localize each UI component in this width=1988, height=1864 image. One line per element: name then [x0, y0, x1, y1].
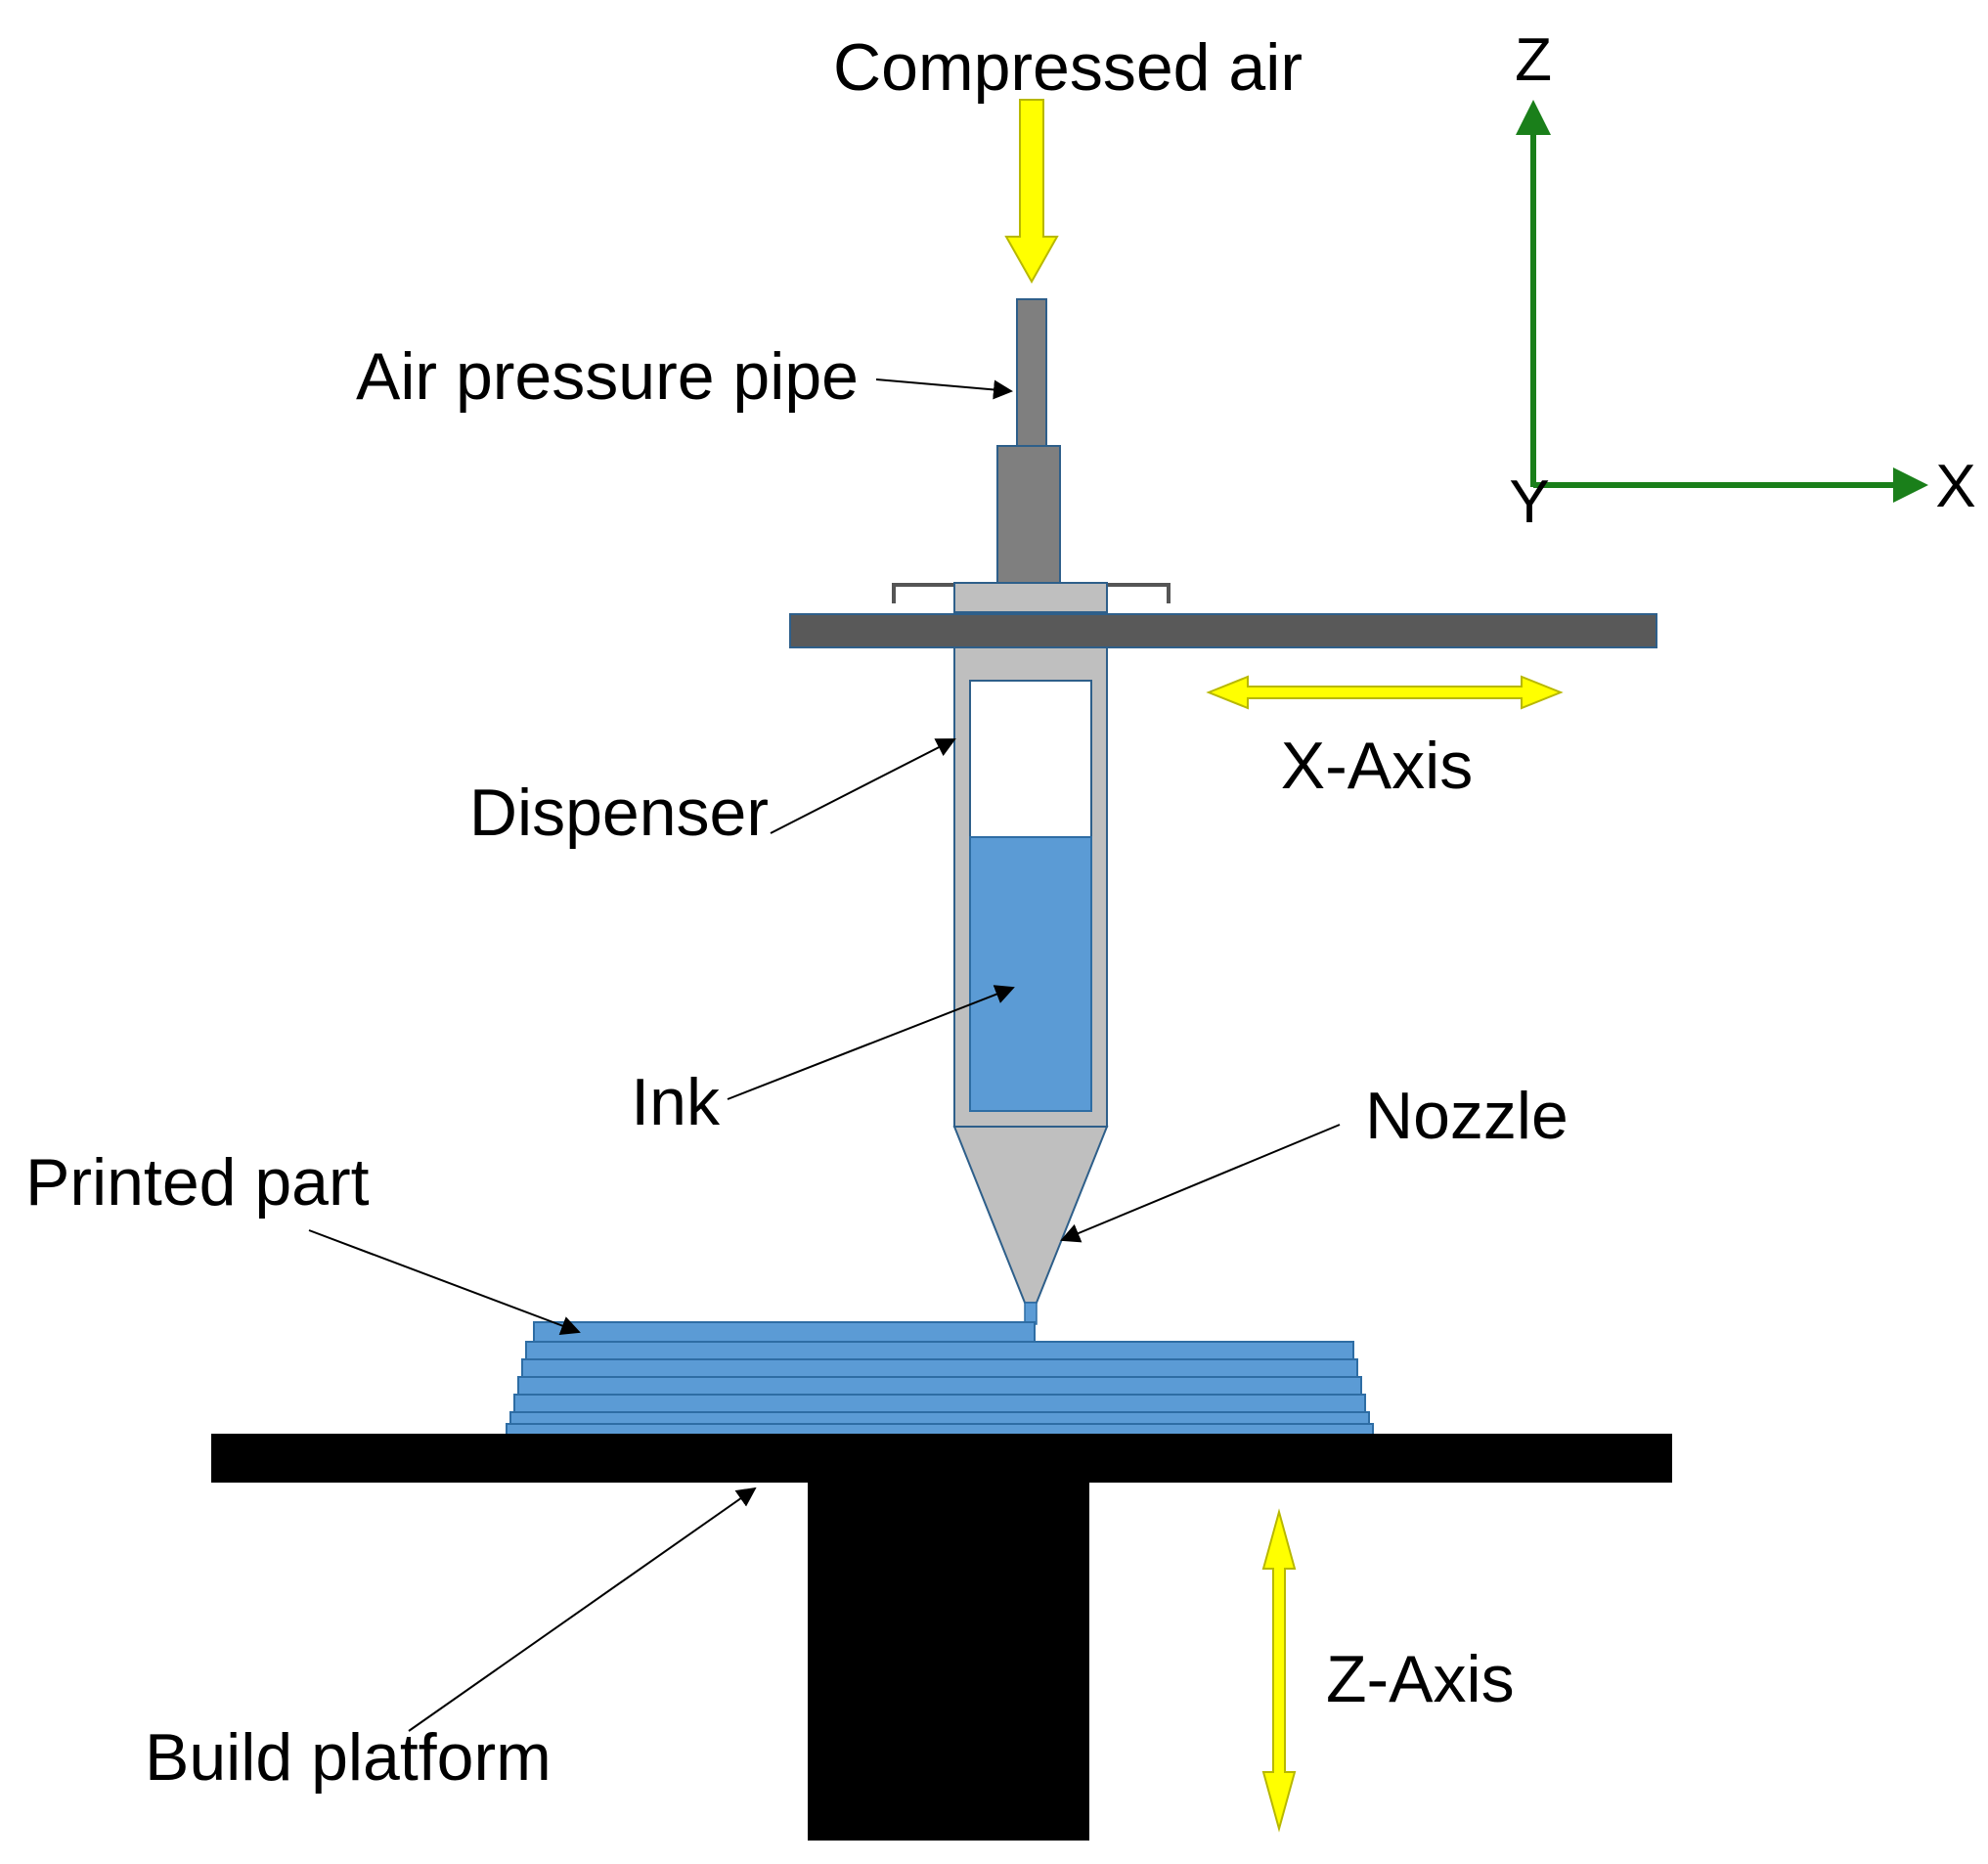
z-axis-motion-arrow [1261, 1508, 1297, 1833]
ink-leader [727, 985, 1015, 1100]
air-pipe-leader [875, 378, 1013, 400]
coordinate-x-label: X [1935, 453, 1975, 520]
compressed-air-label: Compressed air [833, 30, 1303, 105]
right-clamp-bracket [1105, 583, 1171, 603]
dispenser-collar [953, 582, 1108, 613]
x-gantry-beam [789, 613, 1657, 648]
build-platform-column [808, 1481, 1089, 1841]
printed-part-leader [308, 1229, 581, 1336]
printed-part-label: Printed part [25, 1145, 370, 1220]
dispenser-leader [770, 738, 956, 834]
nozzle [952, 1126, 1109, 1304]
air-pressure-pipe-label: Air pressure pipe [356, 339, 859, 414]
ink-label: Ink [631, 1065, 721, 1139]
coordinate-frame: Z X Y [1509, 26, 1975, 536]
pipe-connector [996, 445, 1061, 586]
dispenser-label: Dispenser [469, 776, 769, 850]
compressed-air-arrow [1004, 99, 1059, 285]
x-axis-motion-label: X-Axis [1281, 729, 1473, 803]
printed-layer [513, 1394, 1366, 1413]
air-pressure-pipe [1016, 298, 1047, 447]
printed-layer [521, 1358, 1358, 1378]
printed-layer [533, 1321, 1036, 1343]
printed-layer [525, 1341, 1354, 1360]
z-axis-motion-label: Z-Axis [1326, 1642, 1515, 1716]
nozzle-label: Nozzle [1365, 1079, 1568, 1153]
x-axis-motion-arrow [1206, 675, 1564, 710]
printed-part [506, 1321, 1374, 1437]
barrel-empty-space [969, 680, 1092, 838]
build-platform-plate [211, 1434, 1672, 1483]
build-platform-label: Build platform [145, 1720, 552, 1795]
printed-layer [509, 1411, 1370, 1425]
build-platform-leader [408, 1487, 757, 1732]
coordinate-z-label: Z [1515, 26, 1552, 94]
nozzle-tip [1024, 1302, 1038, 1325]
coordinate-y-label: Y [1509, 468, 1549, 536]
left-clamp-bracket [892, 583, 958, 603]
nozzle-leader [1060, 1124, 1341, 1243]
ink-reservoir [969, 836, 1092, 1112]
printed-layer [517, 1376, 1362, 1396]
